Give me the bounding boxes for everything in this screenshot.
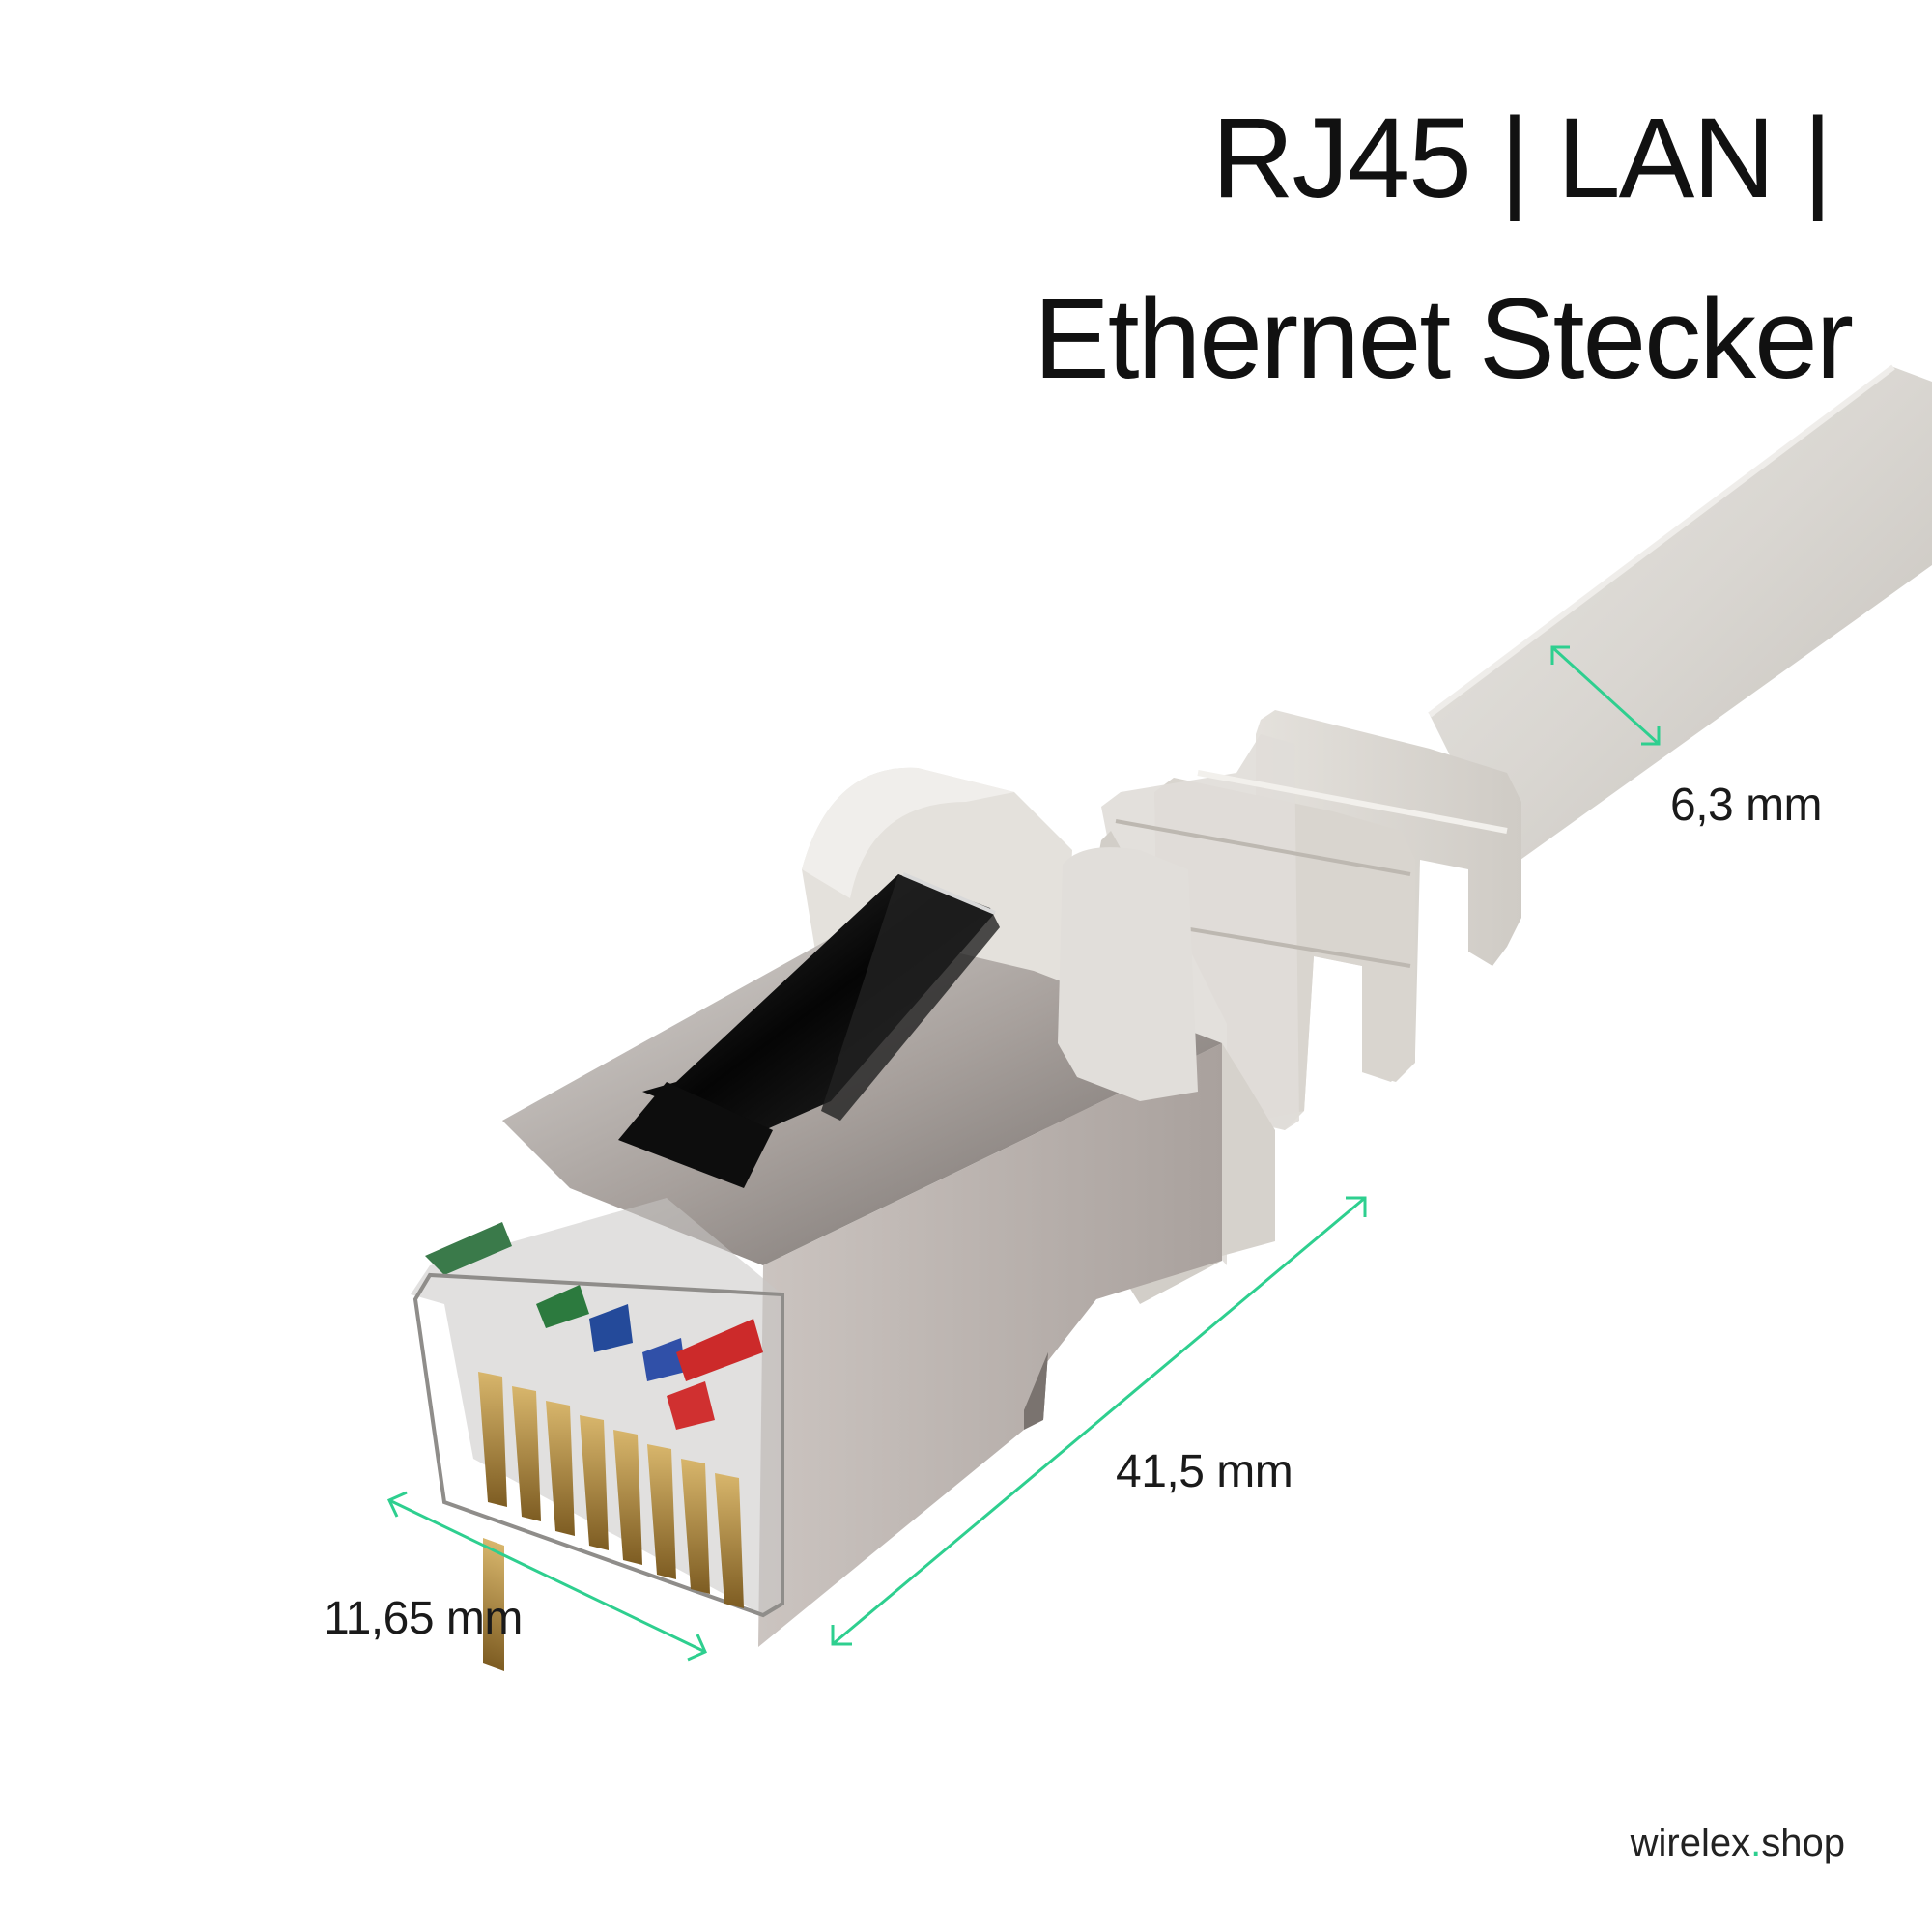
plug-width-label: 11,65 mm — [324, 1593, 523, 1644]
boot-wings — [1058, 847, 1275, 1256]
brand-url: wirelex.shop — [1631, 1824, 1845, 1862]
cable-diameter-label: 6,3 mm — [1670, 780, 1823, 831]
dimension-arrow-cable — [1550, 645, 1661, 746]
page-title-line-2: Ethernet Stecker — [1034, 275, 1854, 403]
page-title-line-1: RJ45 | LAN | — [1211, 95, 1833, 222]
plug-contacts — [478, 1372, 744, 1671]
brand-name: wirelex — [1630, 1822, 1751, 1864]
cable — [1428, 364, 1932, 869]
brand-tld: shop — [1761, 1822, 1845, 1864]
dimension-arrow-width — [386, 1491, 707, 1662]
brand-dot: . — [1750, 1822, 1762, 1864]
dimension-arrow-length — [831, 1196, 1367, 1646]
plug-length-label: 41,5 mm — [1116, 1446, 1293, 1497]
plug-latch — [618, 872, 1000, 1188]
plug-shield — [502, 927, 1222, 1647]
